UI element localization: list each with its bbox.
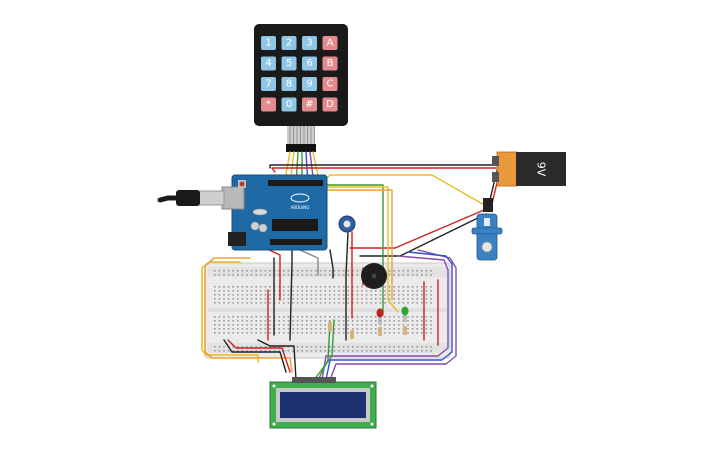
keypad-key-7[interactable] <box>261 77 276 91</box>
lcd-header <box>292 377 336 383</box>
potentiometer[interactable] <box>338 215 356 233</box>
keypad-key-label: # <box>305 99 313 110</box>
atmega-chip <box>272 219 318 231</box>
servo-connector <box>483 198 493 212</box>
lcd-16x2[interactable] <box>269 377 377 429</box>
wire-servo-black <box>359 213 487 257</box>
keypad-key-2[interactable] <box>281 36 297 50</box>
wire-battery-red <box>271 167 497 173</box>
wire-ard-bb-orange <box>311 189 393 301</box>
keypad-key-A[interactable] <box>322 36 338 50</box>
piezo-buzzer[interactable] <box>361 263 387 289</box>
resistors <box>328 322 407 339</box>
wire-loop-blue <box>325 251 453 381</box>
keypad[interactable]: 1 2 3 A 4 5 6 B 7 8 9 C * 0 # D <box>254 24 348 152</box>
wire-ard-bb-grey <box>299 249 319 276</box>
keypad-key-label: B <box>327 58 334 69</box>
keypad-key-3[interactable] <box>302 36 317 50</box>
wire-loop-orange <box>204 257 293 373</box>
keypad-key-label: 5 <box>286 58 292 69</box>
keypad-key-label: 9 <box>306 79 312 90</box>
wire-green-lcd <box>317 321 331 381</box>
keypad-key-label: 7 <box>265 79 271 90</box>
red-led[interactable] <box>376 308 384 325</box>
wire-battery-black <box>269 164 497 169</box>
servo-horn[interactable] <box>481 241 493 253</box>
wire-pot-bb <box>345 231 349 341</box>
keypad-key-*[interactable] <box>261 97 276 112</box>
keypad-key-4[interactable] <box>261 56 276 71</box>
usb-port <box>221 186 245 210</box>
lcd-screen <box>280 392 366 418</box>
keypad-key-label: * <box>266 99 271 110</box>
keypad-key-8[interactable] <box>281 77 297 91</box>
wire-ard-bb-black2 <box>329 249 334 279</box>
wire-green-lcd2 <box>313 319 335 381</box>
keypad-key-label: D <box>326 99 334 110</box>
usb-cable <box>157 190 225 206</box>
keypad-key-label: 2 <box>286 38 292 49</box>
keypad-key-label: 8 <box>286 79 292 90</box>
keypad-key-label: 1 <box>265 38 271 49</box>
keypad-key-B[interactable] <box>322 56 338 71</box>
keypad-key-label: 0 <box>286 99 292 110</box>
arduino-uno[interactable]: ARDUINO <box>221 174 328 251</box>
green-led[interactable] <box>401 306 409 323</box>
wire-ard-bb-yellow <box>315 186 399 313</box>
digital-header <box>268 180 323 186</box>
keypad-key-1[interactable] <box>261 36 276 50</box>
keypad-key-6[interactable] <box>302 56 317 71</box>
keypad-key-0[interactable] <box>281 97 297 112</box>
keypad-key-9[interactable] <box>302 77 317 91</box>
keypad-key-label: 4 <box>265 58 271 69</box>
wire-servo-red <box>349 209 485 249</box>
wire-servo-yellow <box>324 174 487 207</box>
wire-loop-black <box>223 339 287 373</box>
keypad-key-C[interactable] <box>322 77 338 91</box>
wire-loop-purple <box>329 249 457 381</box>
battery-label: 9V <box>535 162 548 177</box>
battery-9v[interactable]: 9V <box>492 151 566 187</box>
keypad-ribbon <box>286 126 316 152</box>
analog-header <box>270 239 322 245</box>
power-jack <box>228 232 246 246</box>
wire-loop-red <box>227 339 291 373</box>
wire-lcd-black <box>257 339 297 381</box>
keypad-key-label: A <box>327 38 334 49</box>
keypad-key-label: 6 <box>306 58 312 69</box>
keypad-key-#[interactable] <box>302 97 317 112</box>
keypad-key-label: 3 <box>306 38 312 49</box>
keypad-keys: 1 2 3 A 4 5 6 B 7 8 9 C * 0 # D <box>261 36 338 112</box>
keypad-key-label: C <box>327 79 334 90</box>
wire-loop-purple2 <box>321 255 449 381</box>
keypad-key-D[interactable] <box>322 97 338 112</box>
breadboard <box>204 262 451 359</box>
arduino-brand: ARDUINO <box>291 205 310 210</box>
keypad-key-5[interactable] <box>281 56 297 71</box>
servo-motor[interactable] <box>471 198 503 261</box>
